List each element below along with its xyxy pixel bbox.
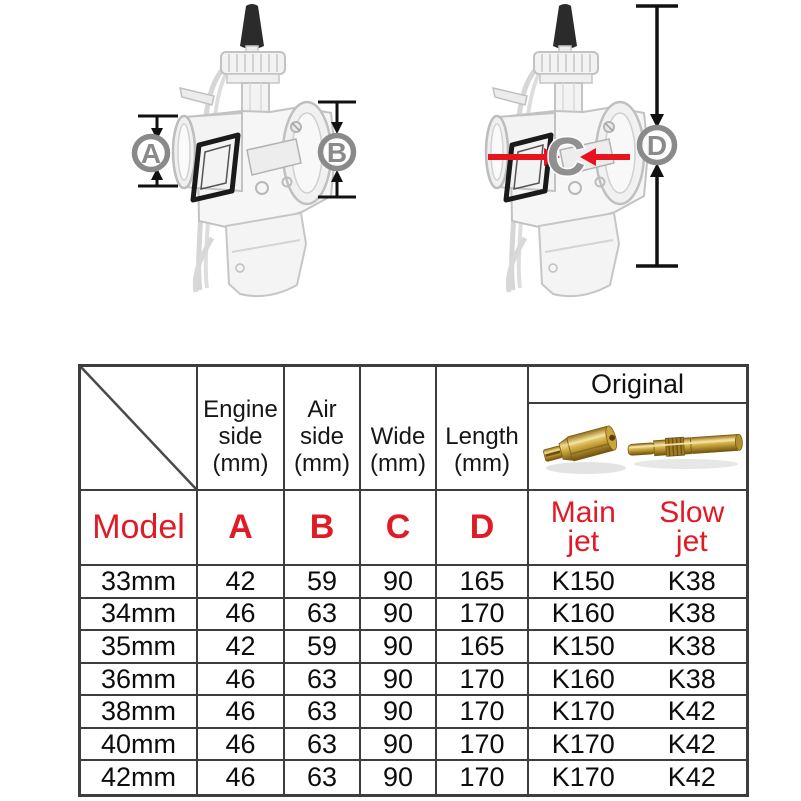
row-40mm-a: 46 xyxy=(198,728,285,762)
dimension-d xyxy=(636,4,678,268)
row-38mm-d: 170 xyxy=(437,696,529,729)
dim-d-circle xyxy=(636,124,678,166)
dimension-c xyxy=(488,148,630,166)
row-40mm-b: 63 xyxy=(285,728,361,762)
dimension-b xyxy=(318,100,356,199)
header-wide: Wide (mm) xyxy=(361,367,437,491)
dim-c-label: C xyxy=(547,127,586,187)
row-33mm-model: 33mm xyxy=(81,566,198,599)
row-35mm-a: 42 xyxy=(198,631,285,664)
row-38mm-b: 63 xyxy=(285,696,361,729)
row-36mm-b: 63 xyxy=(285,663,361,697)
row-42mm-d: 170 xyxy=(437,761,529,794)
row-36mm-a: 46 xyxy=(198,663,285,697)
row-36mm-model: 36mm xyxy=(81,663,198,697)
row-35mm-model: 35mm xyxy=(81,631,198,664)
dimension-a xyxy=(138,114,178,188)
jets-photo xyxy=(529,404,746,489)
row-33mm-a: 42 xyxy=(198,566,285,599)
header-air-side: Air side (mm) xyxy=(285,367,361,491)
carburetor-drawing-left xyxy=(173,4,335,296)
row-36mm-d: 170 xyxy=(437,663,529,697)
row-40mm-d: 170 xyxy=(437,728,529,762)
row-33mm-d: 165 xyxy=(437,566,529,599)
row-35mm-b: 59 xyxy=(285,631,361,664)
header-engine-side: Engine side (mm) xyxy=(198,367,285,491)
row-35mm-c: 90 xyxy=(361,631,437,664)
col-d-label: D xyxy=(437,491,529,566)
row-34mm-model: 34mm xyxy=(81,598,198,632)
row-38mm-a: 46 xyxy=(198,696,285,729)
row-34mm-b: 63 xyxy=(285,598,361,632)
row-33mm-b: 59 xyxy=(285,566,361,599)
dim-d-label: D xyxy=(647,130,667,161)
header-original: Original xyxy=(529,367,746,491)
row-35mm-d: 165 xyxy=(437,631,529,664)
row-34mm-c: 90 xyxy=(361,598,437,632)
row-42mm-model: 42mm xyxy=(81,761,198,794)
row-40mm-c: 90 xyxy=(361,728,437,762)
col-b-label: B xyxy=(285,491,361,566)
col-c-label: C xyxy=(361,491,437,566)
row-34mm-a: 46 xyxy=(198,598,285,632)
dim-b-label: B xyxy=(327,137,347,168)
model-column-label: Model xyxy=(81,491,198,566)
row-42mm-c: 90 xyxy=(361,761,437,794)
spec-table: Engine side (mm) Air side (mm) Wide (mm)… xyxy=(78,364,749,797)
col-a-label: A xyxy=(198,491,285,566)
dim-a-label: A xyxy=(141,138,161,169)
row-42mm-a: 46 xyxy=(198,761,285,794)
row-38mm-model: 38mm xyxy=(81,696,198,729)
diagonal-line xyxy=(81,367,196,489)
row-33mm-c: 90 xyxy=(361,566,437,599)
row-34mm-d: 170 xyxy=(437,598,529,632)
row-42mm-b: 63 xyxy=(285,761,361,794)
dim-a-circle xyxy=(131,133,171,173)
jets-photo-svg xyxy=(543,425,743,474)
dim-b-circle xyxy=(317,132,357,172)
original-label: Original xyxy=(529,367,746,404)
corner-cell xyxy=(81,367,198,491)
header-length: Length (mm) xyxy=(437,367,529,491)
carburetor-diagrams: A B C D xyxy=(131,0,678,364)
row-36mm-c: 90 xyxy=(361,663,437,697)
row-40mm-model: 40mm xyxy=(81,728,198,762)
row-38mm-c: 90 xyxy=(361,696,437,729)
slow-jet-photo xyxy=(627,433,743,469)
main-jet-photo xyxy=(543,425,626,474)
